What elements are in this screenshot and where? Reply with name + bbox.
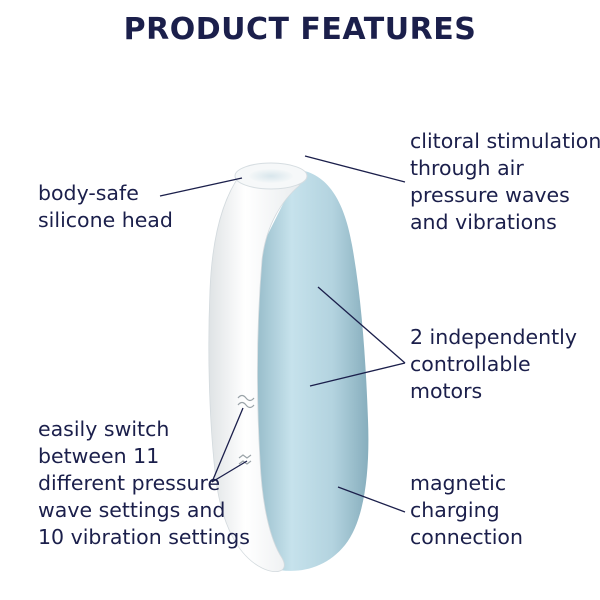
feature-magnetic-charging: magnetic charging connection (410, 471, 523, 549)
pointer-line-settings-top (211, 407, 244, 483)
pointer-line-charging (337, 486, 406, 513)
pointer-line-motors-top (317, 286, 406, 364)
feature-motors: 2 independently controllable motors (410, 325, 577, 403)
page-title: PRODUCT FEATURES (123, 12, 477, 47)
feature-settings: easily switch between 11 different press… (38, 417, 250, 549)
product-body (250, 170, 369, 571)
pointer-line-silicone (159, 177, 243, 197)
product-head-opening (249, 169, 293, 183)
pointer-line-settings-bottom (211, 460, 248, 483)
feature-silicone-head: body-safe silicone head (38, 181, 173, 232)
pointer-line-clitoral (304, 155, 406, 183)
feature-air-pressure-stimulation: clitoral stimulation through air pressur… (410, 129, 600, 234)
pressure-button-icon (237, 394, 255, 409)
pointer-line-motors-bottom (309, 362, 406, 387)
product-front-panel (208, 174, 301, 573)
